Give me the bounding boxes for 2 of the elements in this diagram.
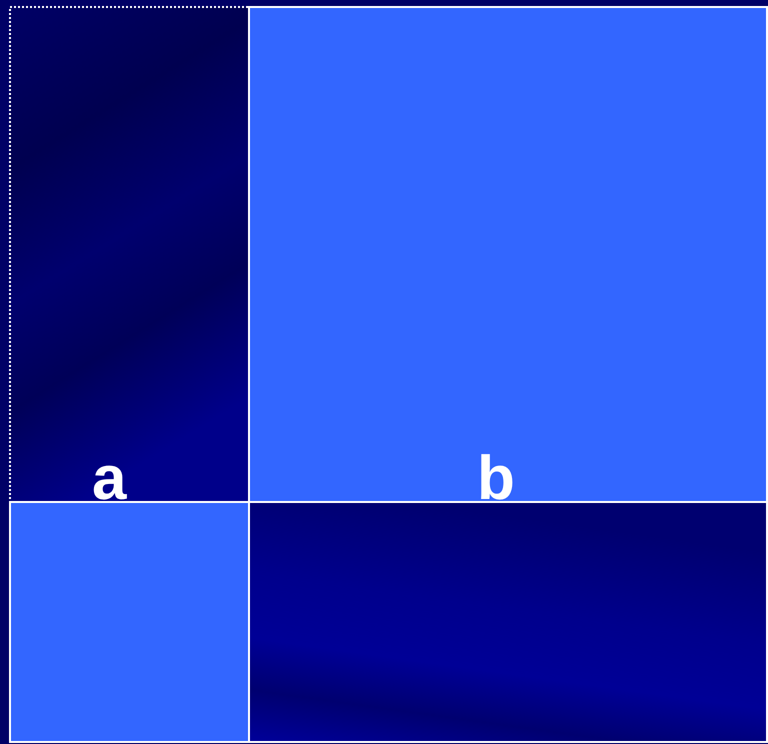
side-length-label: a [92, 448, 126, 510]
side-length-label: b [477, 448, 515, 510]
